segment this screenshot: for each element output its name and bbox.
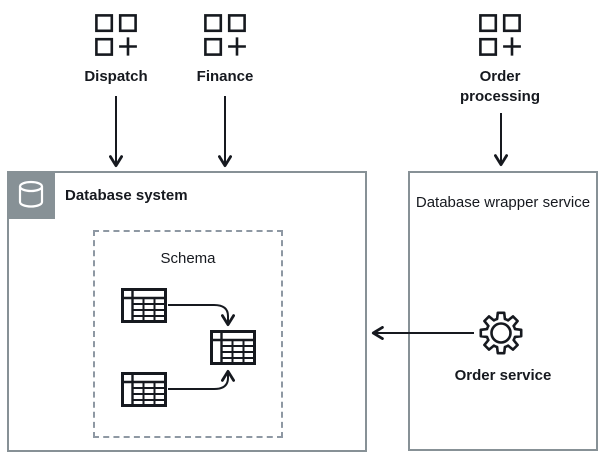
database-system-title: Database system bbox=[65, 187, 188, 204]
app-node-order-processing: Order processing bbox=[440, 14, 560, 107]
database-wrapper-service-title: Database wrapper service bbox=[415, 194, 591, 211]
app-label-order-processing: Order processing bbox=[459, 68, 541, 105]
order-service-label: Order service bbox=[454, 367, 552, 384]
squares-plus-icon bbox=[479, 14, 521, 56]
app-label-dispatch: Dispatch bbox=[84, 68, 148, 85]
table-icon bbox=[121, 288, 167, 323]
app-node-finance: Finance bbox=[165, 14, 285, 87]
schema-label: Schema bbox=[160, 250, 216, 267]
database-cylinder-icon bbox=[18, 180, 44, 208]
table-icon bbox=[210, 330, 256, 365]
database-badge bbox=[7, 171, 55, 219]
database-system-container: Database system bbox=[7, 171, 367, 452]
app-label-finance: Finance bbox=[196, 68, 254, 85]
squares-plus-icon bbox=[95, 14, 137, 56]
gear-icon bbox=[475, 307, 527, 359]
table-icon bbox=[121, 372, 167, 407]
squares-plus-icon bbox=[204, 14, 246, 56]
app-node-dispatch: Dispatch bbox=[56, 14, 176, 87]
database-wrapper-service-container: Database wrapper service bbox=[408, 171, 598, 451]
schema-group bbox=[93, 230, 283, 438]
